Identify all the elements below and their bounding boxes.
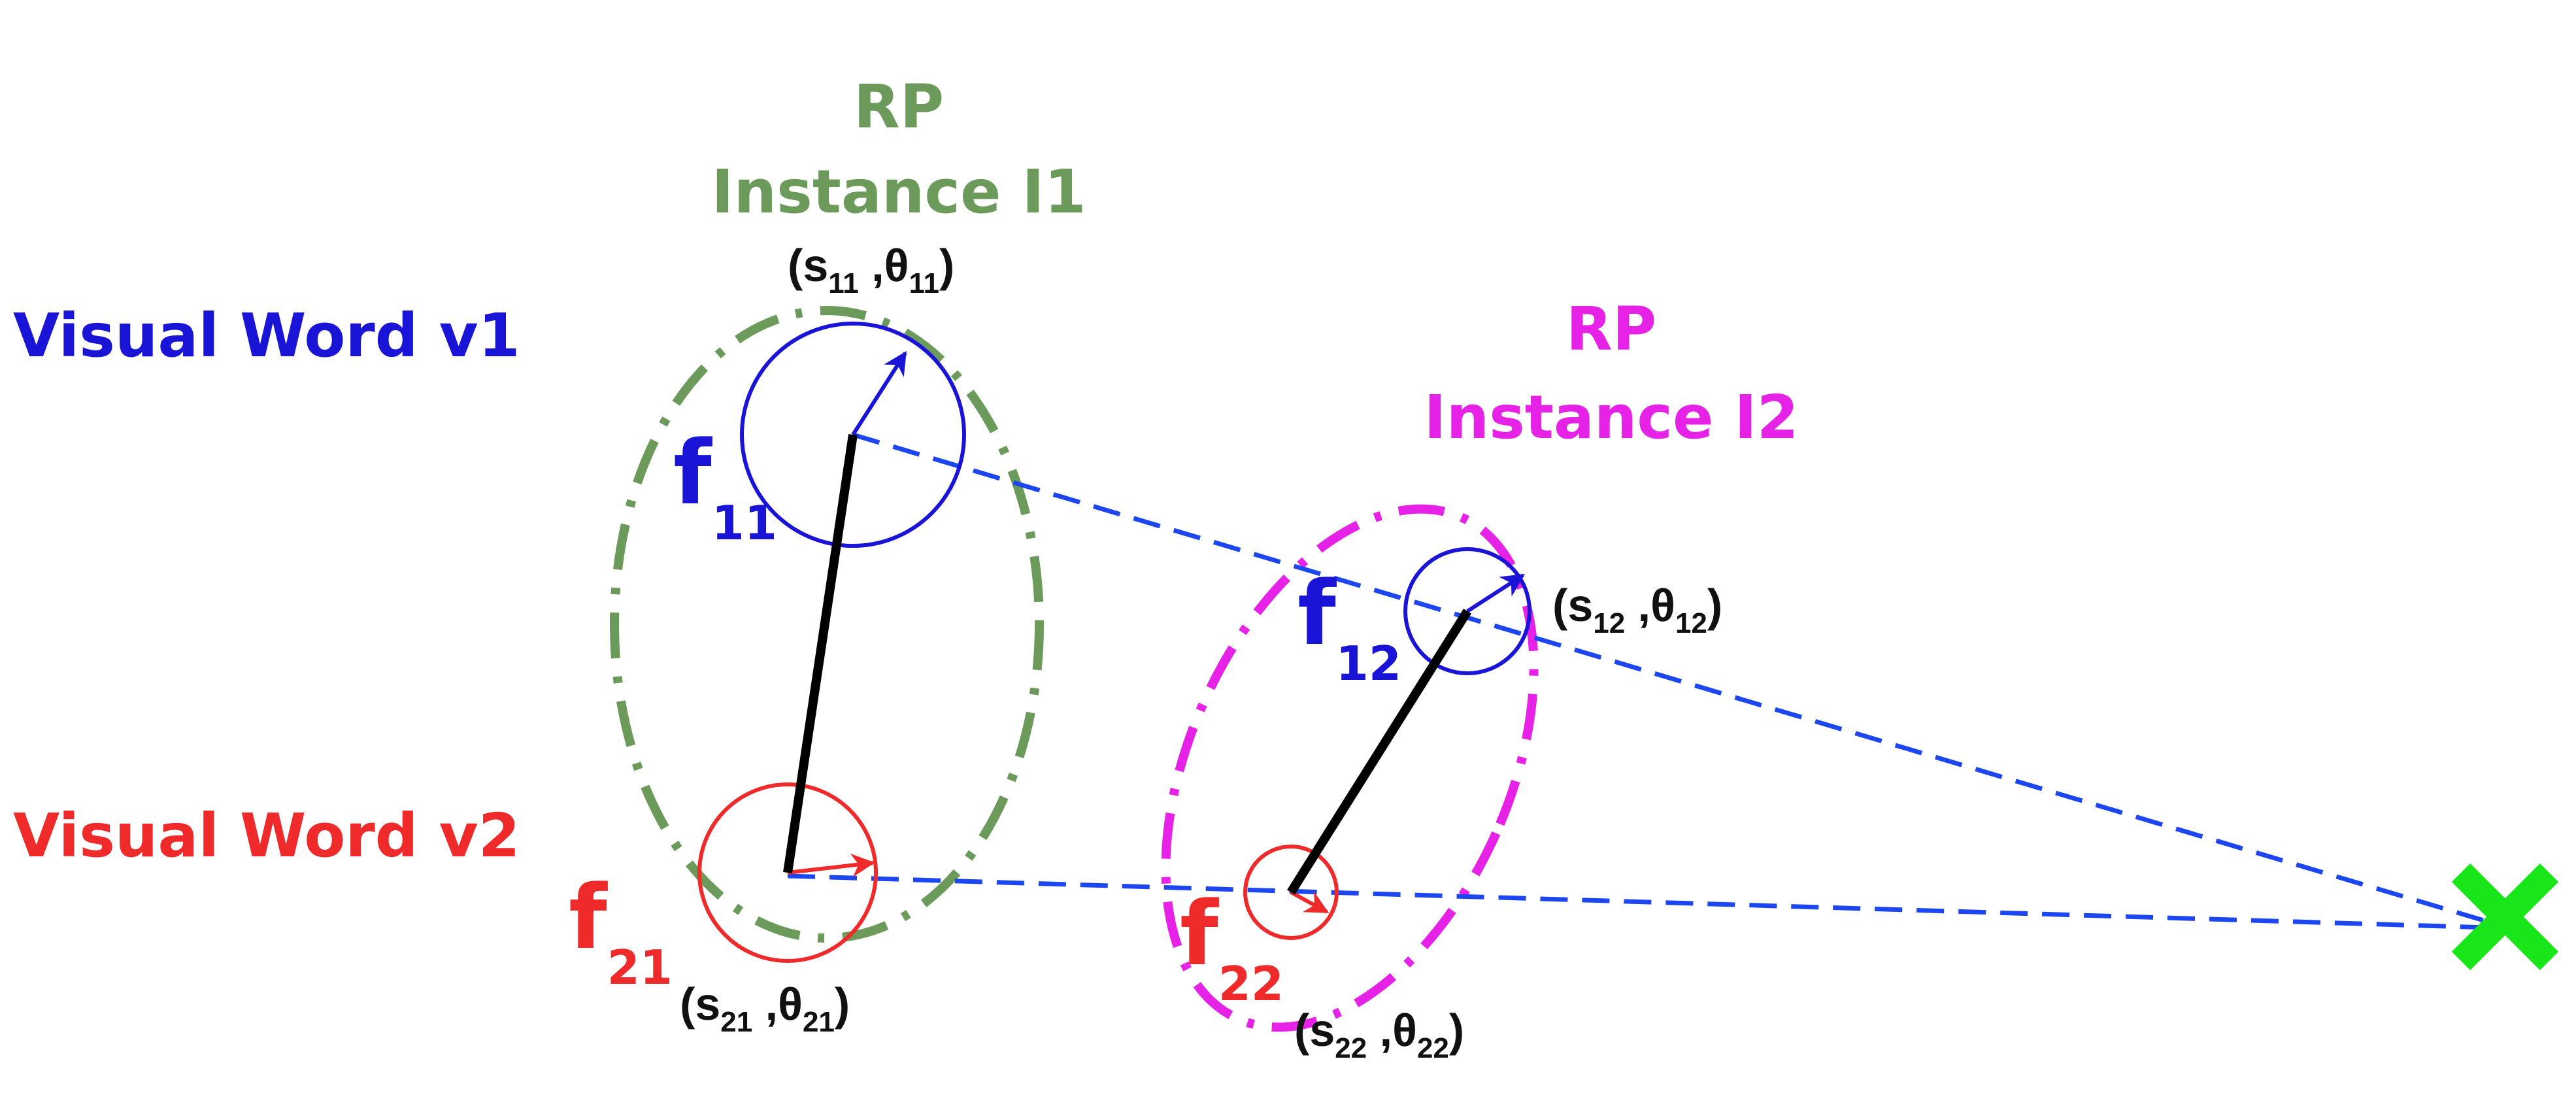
pair-link-i2 [1287, 609, 1471, 895]
param-f21-theta: θ [778, 979, 803, 1030]
orientation-arrow-f12 [1466, 573, 1526, 613]
param-f12-theta: θ [1650, 580, 1675, 631]
param-f21-s: s [695, 979, 720, 1030]
param-f22-theta-sub: 22 [1417, 1032, 1449, 1064]
feature-f11-sub: 11 [712, 495, 777, 550]
feature-f11-label: f11 [673, 422, 777, 550]
instance-i1-label-line2: Instance I1 [711, 157, 1086, 227]
param-f12-label: (s12 ,θ12) [1552, 580, 1722, 639]
param-f21-s-sub: 21 [720, 1006, 752, 1038]
feature-f12-base: f [1297, 562, 1337, 665]
feature-f21-base: f [569, 866, 608, 969]
feature-f11-circle [740, 322, 966, 548]
param-f12-theta-sub: 12 [1675, 607, 1707, 639]
pair-link-i1 [783, 433, 858, 874]
x-mark-icon [2451, 863, 2559, 971]
feature-f12-circle [1403, 547, 1531, 675]
param-f11-theta: θ [884, 240, 909, 291]
feature-f22-label: f22 [1180, 882, 1284, 1011]
param-f22-s: s [1309, 1005, 1335, 1056]
param-f21-theta-sub: 21 [803, 1006, 835, 1038]
projection-line-lower [787, 873, 2511, 931]
param-f12-s-sub: 12 [1593, 607, 1625, 639]
visual-word-v1-label: Visual Word v1 [13, 301, 520, 371]
feature-f21-sub: 21 [607, 940, 673, 995]
feature-f12-label: f12 [1297, 562, 1401, 691]
orientation-arrow-f11 [851, 350, 907, 436]
feature-f22-sub: 22 [1218, 956, 1284, 1011]
param-f11-label: (s11 ,θ11) [788, 240, 954, 299]
param-f22-s-sub: 22 [1335, 1032, 1367, 1064]
orientation-arrow-f22 [1290, 890, 1330, 914]
feature-f12-sub: 12 [1336, 636, 1401, 691]
instance-i1-ellipse [610, 306, 1044, 943]
instance-i2-label-line2: Instance I2 [1424, 382, 1798, 452]
instance-i2-ellipse [1161, 504, 1539, 1032]
param-f21-label: (s21 ,θ21) [680, 979, 850, 1038]
instance-i2-label-line1: RP [1566, 294, 1656, 364]
feature-f22-base: f [1180, 882, 1219, 985]
projection-line-upper [852, 432, 2511, 931]
param-f22-theta: θ [1392, 1005, 1417, 1056]
param-f11-s-sub: 11 [828, 267, 859, 299]
param-f11-s: s [803, 240, 828, 291]
param-f11-theta-sub: 11 [909, 267, 940, 299]
feature-f11-base: f [673, 422, 712, 524]
orientation-arrow-f21 [787, 853, 875, 877]
feature-f21-label: f21 [569, 866, 673, 995]
feature-f21-circle [697, 782, 878, 963]
feature-f22-circle [1243, 845, 1339, 940]
visual-word-v2-label: Visual Word v2 [13, 801, 520, 871]
instance-i1-label-line1: RP [854, 72, 944, 142]
param-f22-label: (s22 ,θ22) [1294, 1005, 1464, 1064]
param-f12-s: s [1567, 580, 1593, 631]
